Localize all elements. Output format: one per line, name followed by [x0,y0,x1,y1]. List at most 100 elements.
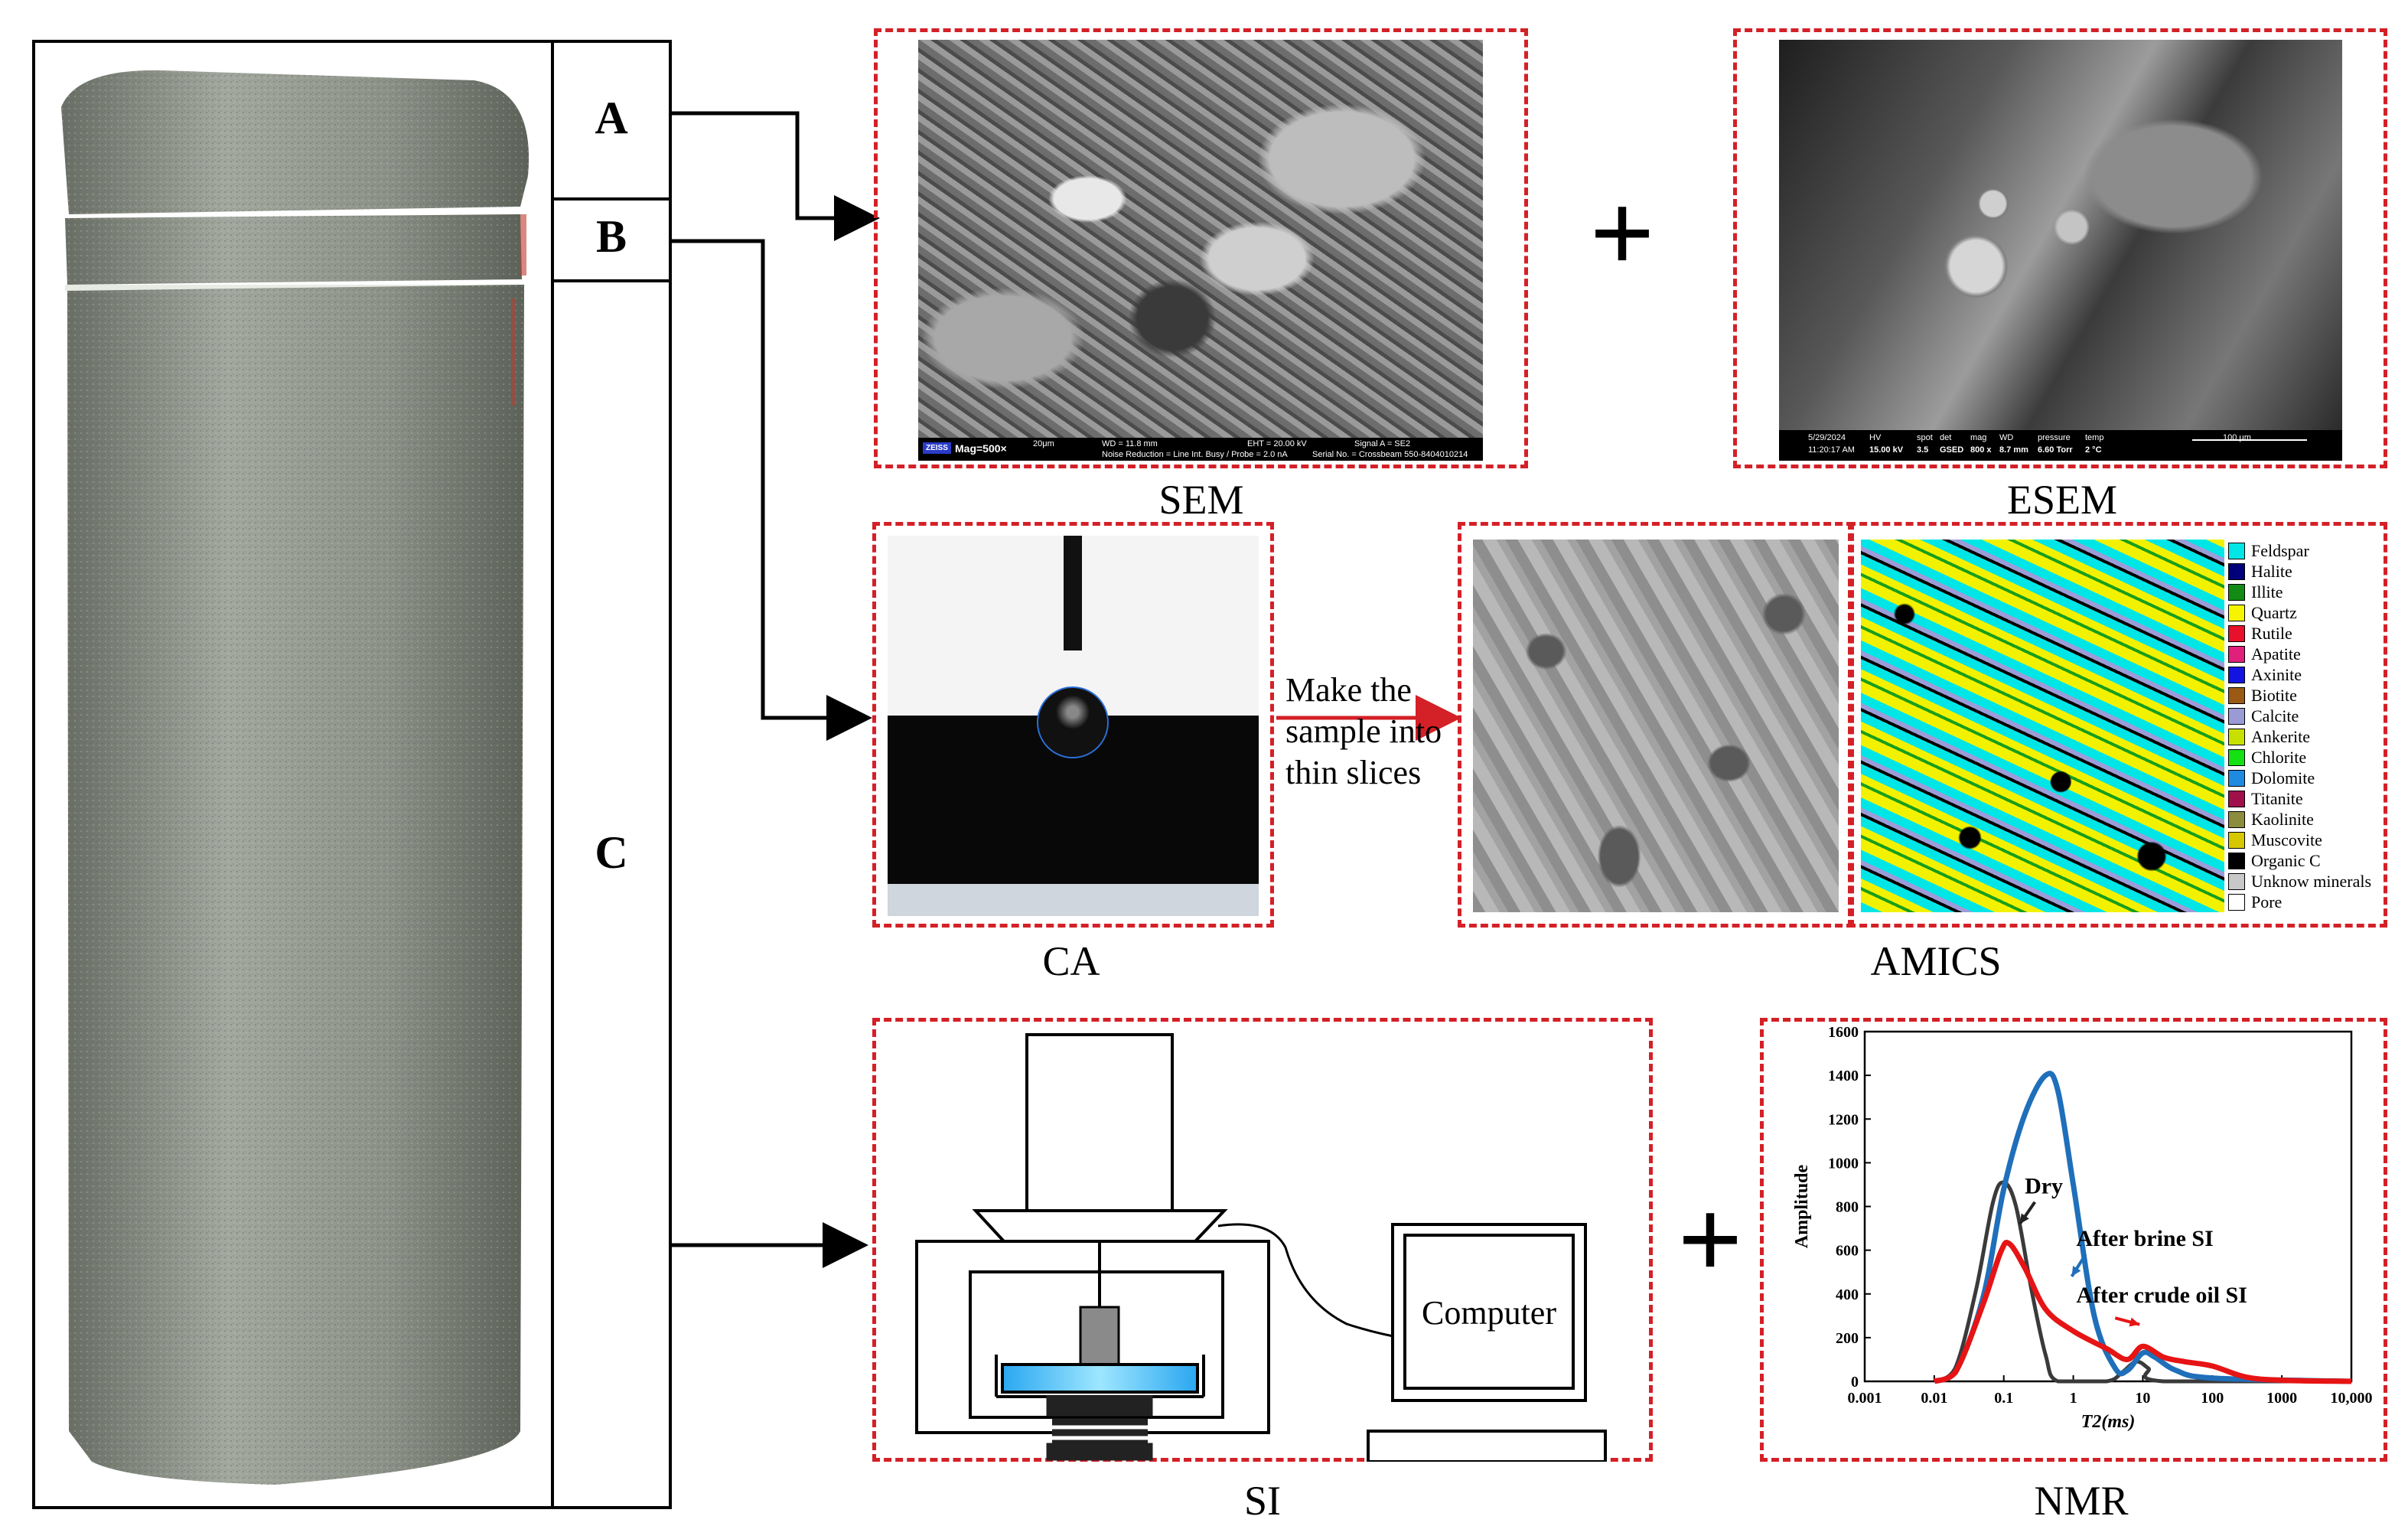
legend-item: Dolomite [2228,768,2315,788]
amics-panel-left [1458,522,1854,928]
y-tick-label: 600 [1836,1243,1859,1260]
legend-item: Illite [2228,582,2283,602]
esem-hv: 15.00 kV [1869,445,1904,455]
y-tick-label: 1600 [1828,1024,1859,1041]
plus-bottom: + [1677,1176,1743,1303]
annotation-brine: After brine SI [2076,1226,2213,1251]
si-lift-spring [1046,1395,1153,1461]
slice-note-line-2: sample into [1285,712,1442,750]
si-balance-hopper [972,1209,1228,1243]
esem-h-wd: WD [1999,433,2014,442]
legend-swatch [2228,728,2245,745]
legend-item: Rutile [2228,623,2292,644]
legend-swatch [2228,748,2245,766]
x-axis-label: T2(ms) [2081,1412,2136,1432]
legend-swatch [2228,852,2245,869]
esem-panel [1733,28,2387,468]
legend-swatch [2228,624,2245,642]
legend-swatch [2228,810,2245,828]
x-tick-label: 100 [2201,1390,2224,1407]
legend-item: Titanite [2228,788,2303,809]
y-tick-label: 1200 [1828,1111,1859,1128]
esem-scale-line [2192,439,2307,441]
annotation-oil: After crude oil SI [2076,1283,2247,1308]
si-computer-label: Computer [1422,1294,1556,1332]
esem-date: 5/29/2024 [1808,433,1846,442]
legend-swatch [2228,872,2245,890]
y-tick-label: 1000 [1828,1155,1859,1172]
si-computer-screen [1403,1234,1575,1390]
legend-label: Pore [2251,892,2283,911]
sem-mag: Mag=500× [955,442,1007,455]
legend-swatch [2228,542,2245,559]
si-label: SI [1243,1478,1281,1524]
annotation-arrowhead-brine [2071,1265,2081,1277]
legend-item: Apatite [2228,644,2301,664]
legend-item: Calcite [2228,706,2299,726]
legend-label: Kaolinite [2251,809,2314,829]
sem-image [918,40,1483,438]
ca-footer [888,884,1259,916]
legend-label: Dolomite [2251,768,2315,787]
legend-label: Illite [2251,582,2283,602]
legend-label: Quartz [2251,602,2297,622]
ca-needle [1064,536,1082,650]
legend-item: Ankerite [2228,726,2310,747]
slice-note-line-1: Make the [1285,671,1412,709]
si-balance-column [1025,1033,1174,1212]
sem-wd: WD = 11.8 mm [1102,439,1158,448]
legend-item: Chlorite [2228,747,2306,768]
y-tick-label: 400 [1836,1286,1859,1303]
legend-label: Feldspar [2251,540,2309,560]
sem-scale: 20μm [1033,439,1054,448]
plus-top: + [1589,170,1655,297]
sem-info-bar: ZEISS Mag=500× 20μm WD = 11.8 mm Noise R… [918,438,1483,461]
si-panel [872,1018,1653,1462]
core-divider-bc [551,279,672,282]
arrow-a-to-sem [672,111,880,241]
annotation-arrowhead-oil [2129,1317,2140,1327]
x-tick-label: 0.01 [1921,1390,1947,1407]
nmr-label: NMR [2034,1478,2129,1524]
legend-label: Rutile [2251,623,2292,643]
esem-temp: 2 °C [2085,445,2102,455]
esem-h-hv: HV [1869,433,1882,442]
legend-item: Feldspar [2228,540,2309,561]
sem-eht: EHT = 20.00 kV [1247,439,1307,448]
legend-swatch [2228,645,2245,663]
nmr-plot-area [1863,1030,2353,1383]
x-tick-label: 10,000 [2331,1390,2373,1407]
legend-swatch [2228,604,2245,621]
legend-label: Halite [2251,561,2292,581]
legend-item: Unknow minerals [2228,871,2371,892]
legend-label: Ankerite [2251,726,2310,746]
amics-bse-image [1473,540,1839,912]
core-sample-image [61,70,529,1485]
esem-mag: 800 x [1970,445,1992,455]
legend-label: Biotite [2251,685,2297,705]
part-a-label: A [595,93,628,143]
y-tick-label: 1400 [1828,1068,1859,1084]
legend-item: Biotite [2228,685,2297,706]
ca-label: CA [1042,938,1100,984]
si-apparatus: Computer [915,1033,1607,1462]
legend-item: Axinite [2228,664,2302,685]
esem-scale: 100 μm [2223,433,2251,442]
esem-det: GSED [1940,445,1964,455]
esem-time: 11:20:17 AM [1808,445,1855,455]
legend-swatch [2228,790,2245,807]
core-sample-frame [32,40,672,1509]
legend-swatch [2228,707,2245,725]
y-axis-label: Amplitude [1792,1164,1812,1248]
legend-item: Kaolinite [2228,809,2314,830]
legend-swatch [2228,562,2245,580]
legend-label: Organic C [2251,850,2321,870]
esem-info-bar: 5/29/2024 11:20:17 AM HV 15.00 kV spot 3… [1779,430,2342,461]
amics-mineral-map [1861,540,2224,912]
legend-label: Titanite [2251,788,2303,808]
legend-swatch [2228,769,2245,787]
arrow-b-to-ca [672,239,872,741]
x-tick-label: 0.1 [1994,1390,2013,1407]
x-tick-label: 10 [2135,1390,2150,1407]
